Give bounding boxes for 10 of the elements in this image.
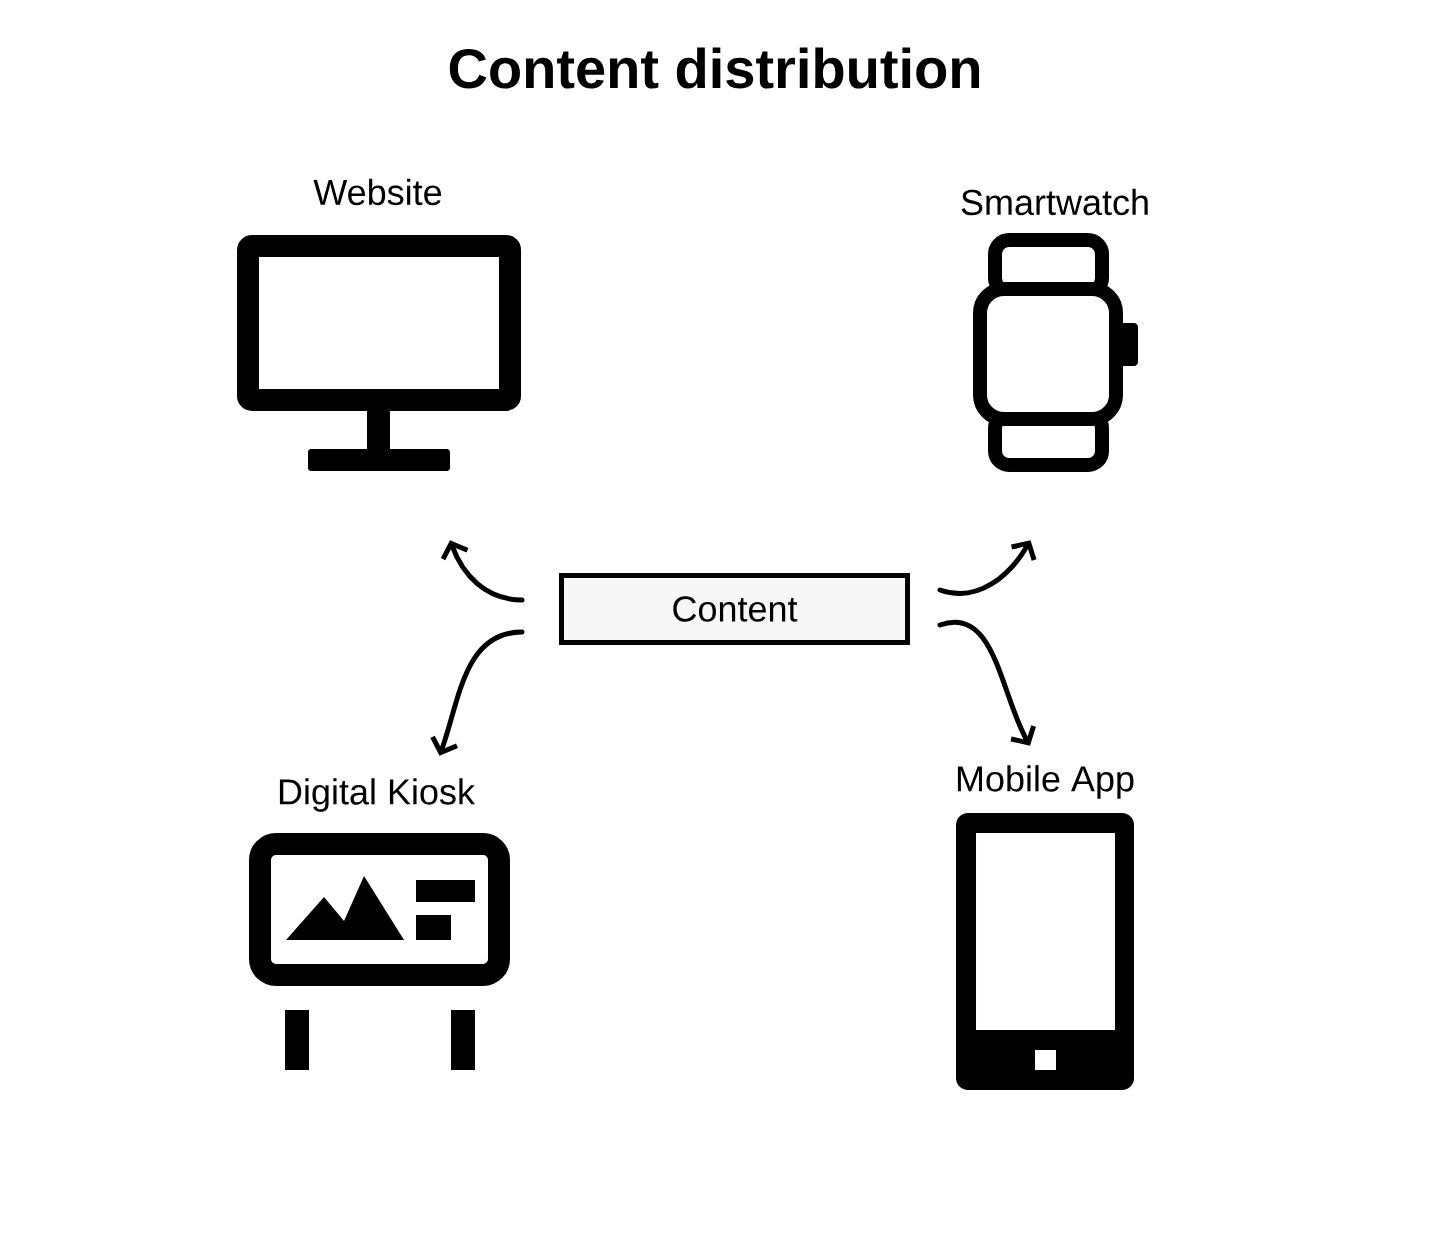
title: Content distribution [449, 47, 980, 89]
content-box: Content [559, 573, 910, 645]
device-label: Digital Kiosk [279, 778, 475, 812]
device-label: Website [313, 178, 442, 206]
curved-arrow [440, 540, 525, 603]
curved-arrow [937, 540, 1037, 597]
device-label: Mobile App [957, 765, 1134, 799]
curved-arrow [430, 629, 525, 756]
device-label: Smartwatch [961, 188, 1148, 216]
curved-arrow [937, 619, 1036, 746]
